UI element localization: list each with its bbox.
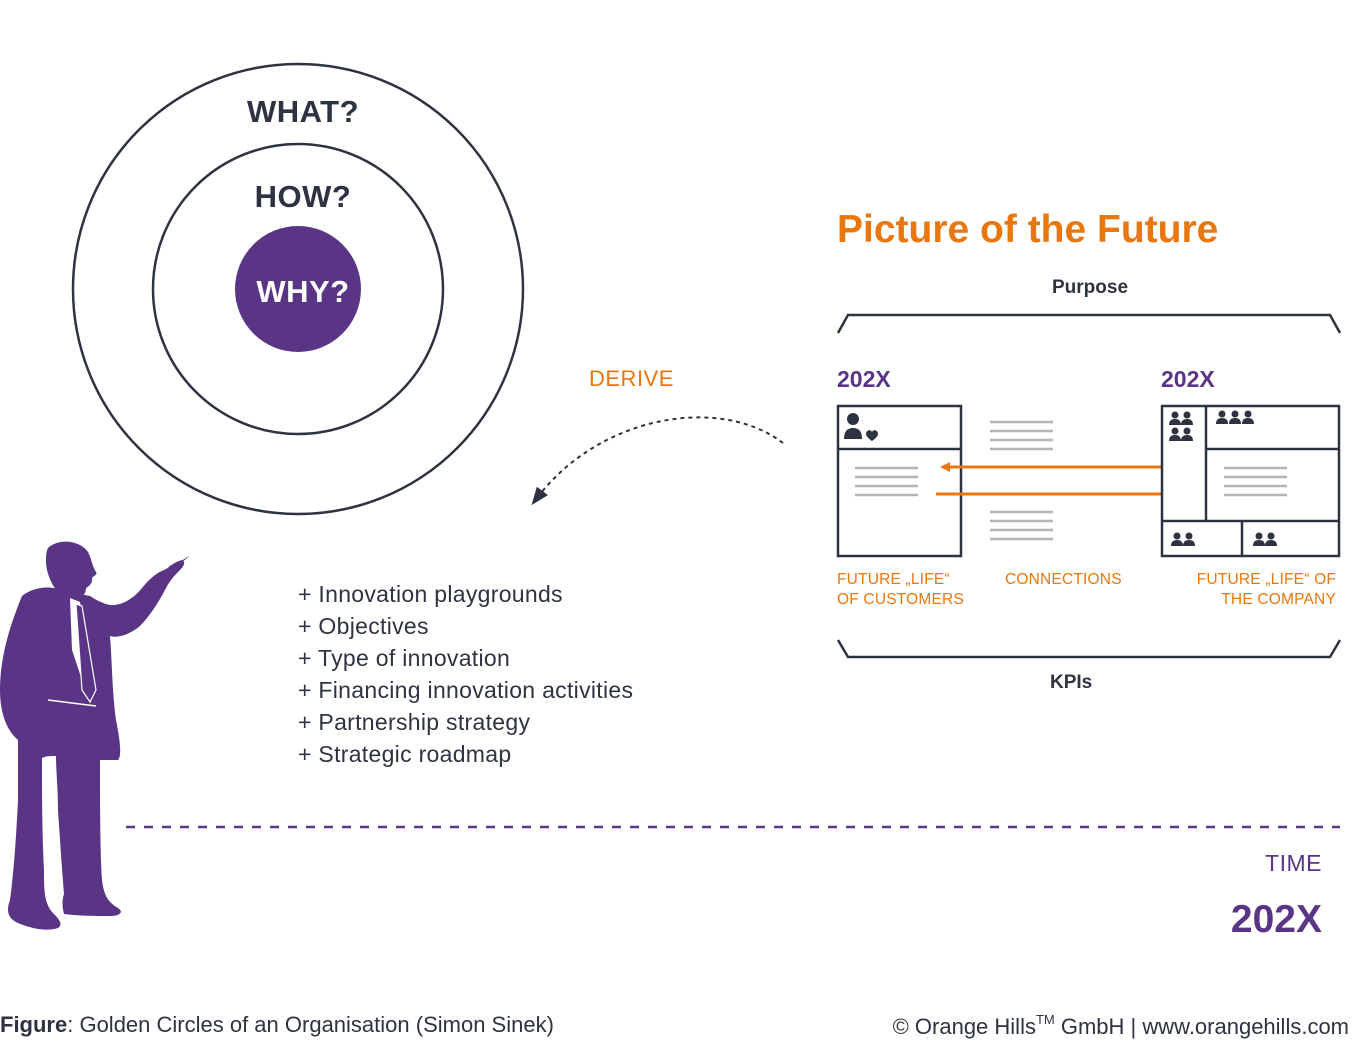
customers-caption-line1: FUTURE „LIFE“: [837, 571, 950, 588]
how-label: HOW?: [254, 179, 352, 214]
middle-circle-how: [151, 142, 445, 436]
figure-text: : Golden Circles of an Organisation (Sim…: [67, 1012, 554, 1037]
connection-lines-bottom: [990, 510, 1053, 541]
connections-caption: CONNECTIONS: [1005, 571, 1122, 588]
outer-circle-what: [71, 62, 525, 516]
list-item: + Financing innovation activities: [298, 677, 634, 703]
why-label: WHY?: [256, 274, 350, 309]
person-heart-icon: [844, 413, 878, 441]
copyright-suffix: GmbH | www.orangehills.com: [1054, 1014, 1349, 1039]
pointing-man-silhouette-icon: [0, 541, 189, 930]
innovation-list: + Innovation playgrounds + Objectives + …: [298, 578, 633, 770]
company-caption-line1: FUTURE „LIFE“ OF: [1196, 571, 1336, 588]
inner-circle-why: [235, 226, 361, 352]
copyright-prefix: © Orange Hills: [892, 1014, 1036, 1039]
trademark: TM: [1035, 1012, 1055, 1027]
list-item: + Innovation playgrounds: [298, 581, 563, 607]
customers-caption-line2: OF CUSTOMERS: [837, 591, 964, 608]
connection-lines-top: [990, 420, 1053, 451]
right-year: 202X: [1161, 366, 1215, 392]
figure-prefix: Figure: [0, 1012, 68, 1037]
derive-arrow: [531, 416, 784, 506]
customers-caption: FUTURE „LIFE“ OF CUSTOMERS: [837, 570, 964, 610]
company-box: [1160, 404, 1341, 558]
list-item: + Partnership strategy: [298, 709, 531, 735]
kpis-bracket: [836, 639, 1342, 659]
pocket-line: [47, 699, 97, 707]
figure-caption: Figure: Golden Circles of an Organisatio…: [0, 1012, 554, 1038]
purpose-label: Purpose: [1052, 277, 1129, 298]
derive-label: DERIVE: [589, 366, 674, 391]
tie: [75, 603, 97, 704]
picture-of-future-title: Picture of the Future: [837, 208, 1219, 251]
kpis-label: KPIs: [1050, 672, 1093, 693]
purpose-bracket: [836, 313, 1342, 334]
list-item: + Type of innovation: [298, 645, 511, 671]
group-icon: [1169, 410, 1277, 546]
left-year: 202X: [837, 366, 891, 392]
list-item: + Strategic roadmap: [298, 741, 512, 767]
customers-box: [836, 404, 963, 558]
what-label: WHAT?: [246, 94, 360, 129]
list-item: + Objectives: [298, 613, 429, 639]
company-caption: FUTURE „LIFE“ OF THE COMPANY: [1197, 570, 1336, 610]
copyright: © Orange HillsTM GmbH | www.orangehills.…: [893, 1012, 1349, 1040]
company-caption-line2: THE COMPANY: [1221, 591, 1336, 608]
time-year: 202X: [1230, 898, 1322, 941]
time-label: TIME: [1265, 850, 1322, 876]
